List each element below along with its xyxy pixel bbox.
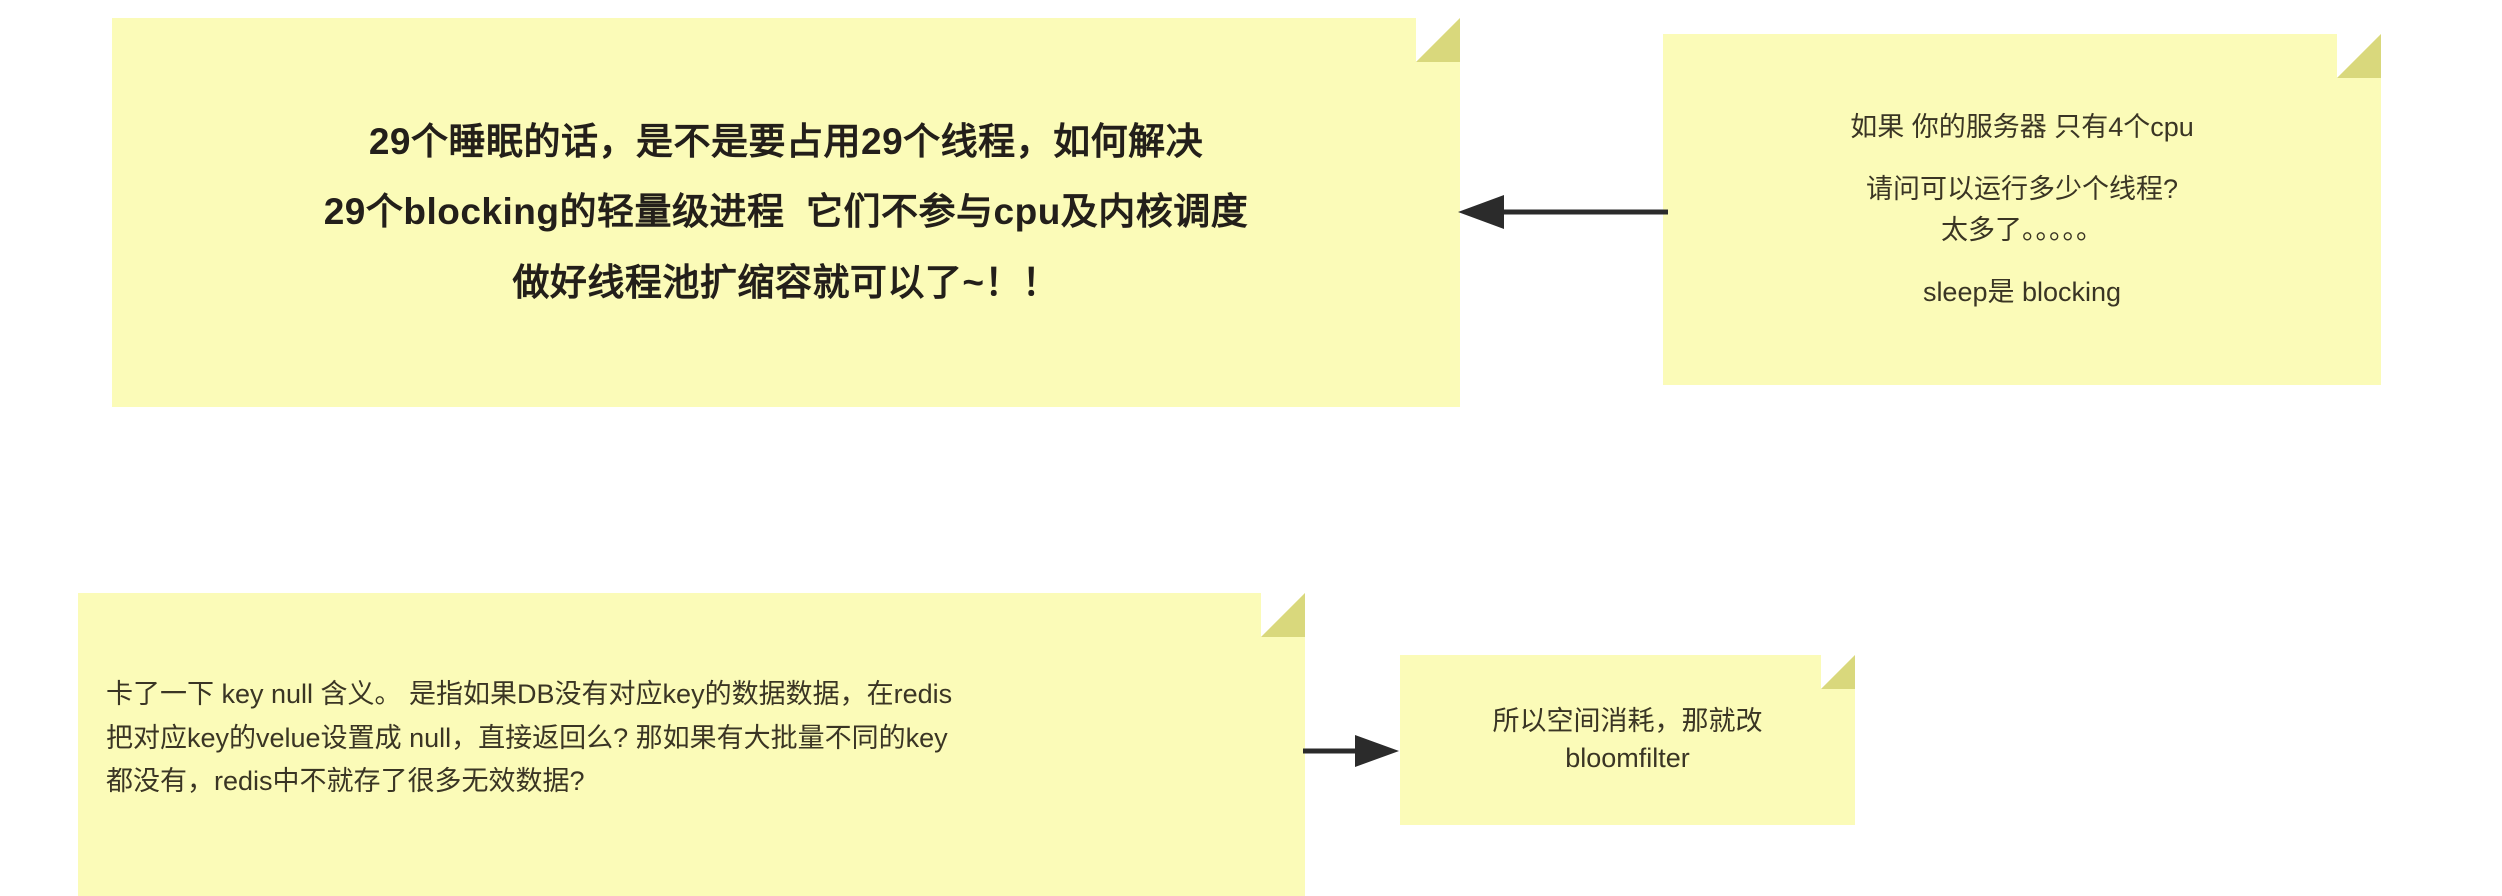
note-cpu-line-3: 太多了。。。。。 (1941, 214, 2103, 245)
note-fold-corner-icon (1261, 593, 1305, 637)
note-fold-corner-icon (1416, 18, 1460, 62)
note-fold-corner-icon (2337, 34, 2381, 78)
sticky-note-key-null-question[interactable]: 卡了一下 key null 含义。 是指如果DB没有对应key的数据数据，在re… (78, 593, 1305, 896)
note-bloom-line-1: 所以空间消耗，那就改 (1492, 705, 1763, 736)
sticky-note-bloomfilter-answer[interactable]: 所以空间消耗，那就改 bloomfilter (1400, 655, 1855, 825)
note-cpu-block-2: 请问可以运行多少个线程? 太多了。。。。。 (1685, 171, 2359, 248)
note-cpu-line-2: 请问可以运行多少个线程? (1865, 174, 2178, 205)
sticky-note-key-null-question-body: 卡了一下 key null 含义。 是指如果DB没有对应key的数据数据，在re… (78, 593, 1305, 804)
note-keynull-line-1: 卡了一下 key null 含义。 是指如果DB没有对应key的数据数据，在re… (106, 679, 953, 709)
note-cpu-block-1: 如果 你的服务器 只有4个cpu (1685, 109, 2359, 145)
arrow-key-null-to-bloomfilter (1303, 732, 1403, 770)
note-thread-line-1: 29个睡眠的话，是不是要占用29个线程，如何解决 (368, 120, 1204, 162)
note-keynull-line-2: 把对应key的velue设置成 null，直接返回么? 那如果有大批量不同的ke… (106, 722, 948, 753)
sticky-note-thread-answer[interactable]: 29个睡眠的话，是不是要占用29个线程，如何解决 29个blocking的轻量级… (112, 18, 1460, 407)
note-cpu-line-4: sleep是 blocking (1922, 276, 2122, 307)
note-thread-line-2: 29个blocking的轻量级进程 它们不参与cpu及内核调度 (323, 191, 1249, 233)
sticky-note-bloomfilter-answer-body: 所以空间消耗，那就改 bloomfilter (1400, 703, 1855, 778)
note-thread-line-3: 做好线程池扩缩容就可以了~！！ (512, 261, 1060, 303)
note-keynull-line-3: 都没有，redis中不就存了很多无效数据? (106, 766, 585, 797)
note-bloom-line-2: bloomfilter (1565, 743, 1690, 773)
arrow-cpu-question-to-thread-answer (1452, 193, 1668, 231)
sticky-note-cpu-question-body: 如果 你的服务器 只有4个cpu 请问可以运行多少个线程? 太多了。。。。。 s… (1663, 83, 2381, 337)
note-cpu-line-1: 如果 你的服务器 只有4个cpu (1850, 111, 2194, 142)
note-fold-corner-icon (1821, 655, 1855, 689)
sticky-note-thread-answer-body: 29个睡眠的话，是不是要占用29个线程，如何解决 29个blocking的轻量级… (112, 93, 1460, 333)
note-cpu-block-3: sleep是 blocking (1685, 274, 2359, 310)
sticky-note-cpu-question[interactable]: 如果 你的服务器 只有4个cpu 请问可以运行多少个线程? 太多了。。。。。 s… (1663, 34, 2381, 385)
